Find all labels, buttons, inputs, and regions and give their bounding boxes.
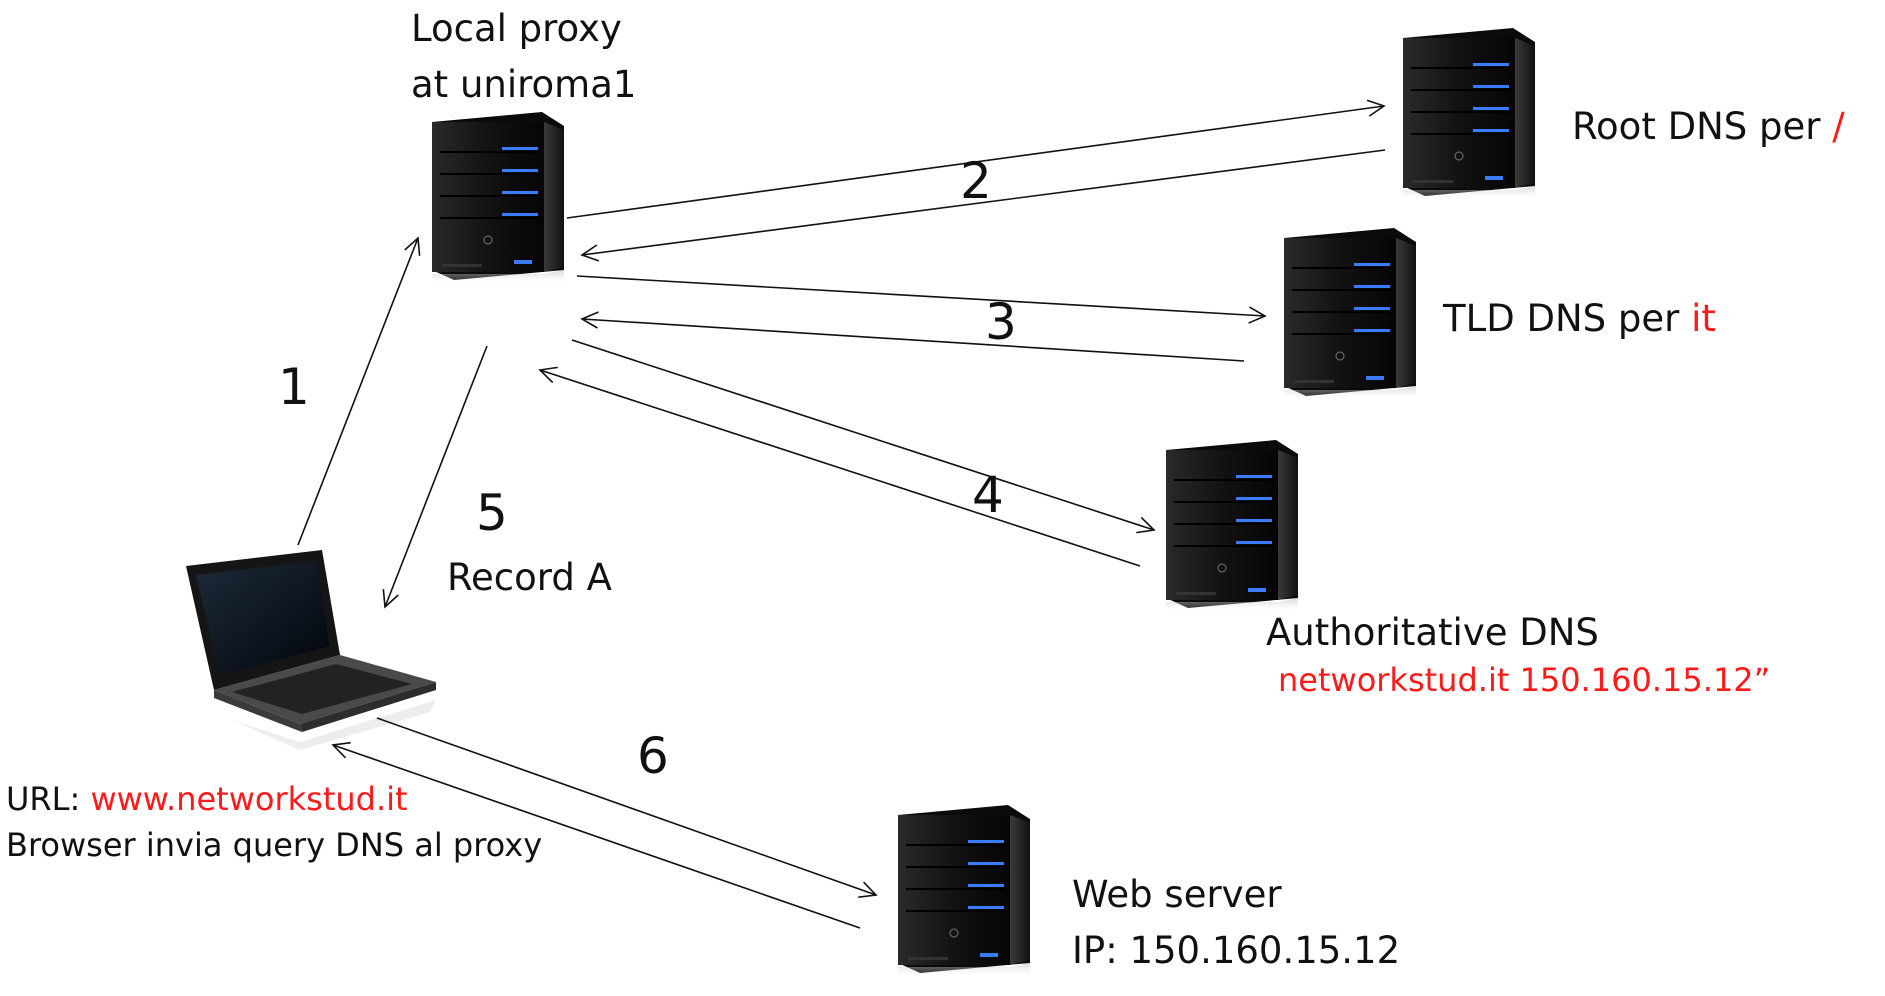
- root-dns-text: Root DNS per: [1572, 105, 1821, 148]
- tld-dns-label: TLD DNS per it: [1443, 296, 1716, 342]
- server-icon: [1283, 227, 1417, 401]
- auth-dns-text: Authoritative DNS: [1266, 611, 1599, 654]
- local-proxy-line1: Local proxy: [411, 7, 622, 50]
- web-server-ip: IP: 150.160.15.12: [1072, 929, 1401, 973]
- step-5: 5: [476, 484, 508, 542]
- auth-dns-label: Authoritative DNS networkstud.it 150.160…: [1266, 610, 1770, 700]
- client-label: URL: www.networkstud.it Browser invia qu…: [6, 779, 542, 865]
- server-icon: [897, 804, 1031, 978]
- server-icon: [431, 111, 565, 285]
- tld-dns-highlight: it: [1691, 297, 1716, 340]
- step-2: 2: [960, 152, 992, 210]
- client-url-line: URL: www.networkstud.it: [6, 779, 542, 819]
- step-1: 1: [278, 358, 310, 416]
- server-icon: [1165, 439, 1299, 613]
- web-server-label: Web server IP: 150.160.15.12: [1072, 872, 1400, 975]
- step-6: 6: [637, 727, 669, 785]
- step-3: 3: [985, 293, 1017, 351]
- laptop-icon: [186, 550, 436, 750]
- message-arrows: [297, 99, 1386, 929]
- step-5-label: Record A: [447, 556, 612, 599]
- tld-dns-text: TLD DNS per: [1443, 297, 1680, 340]
- client-caption: Browser invia query DNS al proxy: [6, 826, 543, 864]
- step-4: 4: [972, 466, 1004, 524]
- server-icon: [1402, 27, 1536, 201]
- client-url-value: www.networkstud.it: [90, 780, 408, 818]
- web-server-line1: Web server: [1072, 873, 1282, 916]
- root-dns-highlight: /: [1832, 105, 1845, 148]
- auth-dns-record: networkstud.it 150.160.15.12”: [1278, 661, 1771, 700]
- local-proxy-line2: at uniroma1: [411, 63, 637, 107]
- root-dns-label: Root DNS per /: [1572, 104, 1845, 150]
- local-proxy-label: Local proxy at uniroma1: [411, 6, 636, 109]
- client-url-label: URL:: [6, 780, 81, 818]
